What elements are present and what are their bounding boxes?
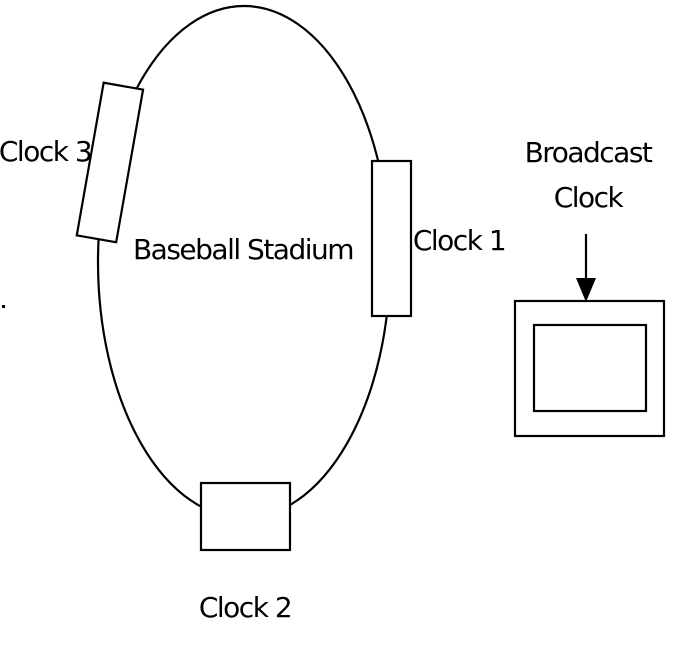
clock-1-label: Clock 1 bbox=[413, 224, 505, 257]
stadium-label: Baseball Stadium bbox=[133, 233, 353, 266]
broadcast-clock-label-line1: Broadcast bbox=[525, 136, 653, 169]
broadcast-clock-screen bbox=[532, 323, 648, 413]
edge-mark bbox=[2, 305, 5, 308]
clock-3-label: Clock 3 bbox=[0, 135, 91, 168]
clock-2-label: Clock 2 bbox=[199, 591, 291, 624]
clock-2-panel bbox=[199, 481, 292, 552]
broadcast-clock-label-line2: Clock bbox=[554, 181, 625, 214]
broadcast-arrow-head bbox=[576, 278, 596, 302]
clock-1-panel bbox=[370, 159, 413, 318]
clock-3-panel bbox=[75, 81, 145, 244]
